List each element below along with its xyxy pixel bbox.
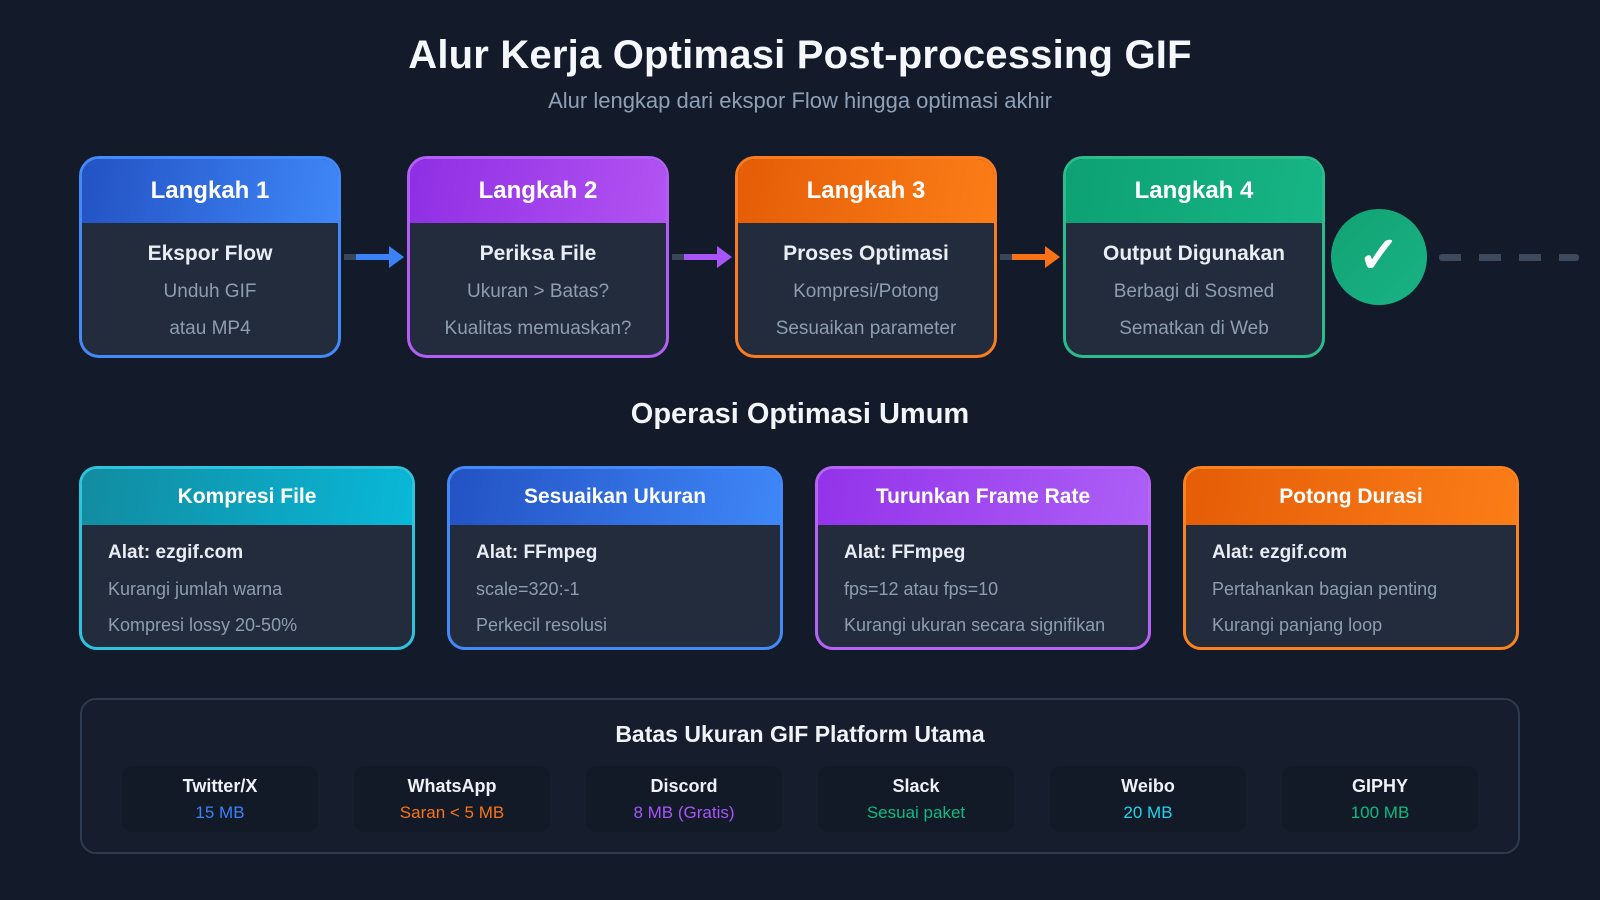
- flow-arrow-2: [669, 156, 735, 358]
- op-4-header: Potong Durasi: [1186, 469, 1516, 525]
- platform-name: Twitter/X: [182, 775, 258, 796]
- dashed-tail-line: [1439, 253, 1579, 261]
- platform-name: Weibo: [1121, 775, 1175, 796]
- platform-name: Slack: [892, 775, 940, 796]
- step-1-heading: Ekspor Flow: [147, 242, 273, 265]
- step-4-heading: Output Digunakan: [1103, 242, 1285, 265]
- platform-box-whatsapp: WhatsApp Saran < 5 MB: [354, 766, 550, 832]
- op-3-line: Kurangi ukuran secara signifikan: [844, 615, 1106, 635]
- op-2-body: Alat: FFmpeg scale=320:-1 Perkecil resol…: [450, 525, 780, 647]
- step-3-line: Sesuaikan parameter: [775, 318, 957, 339]
- step-4-line: Berbagi di Sosmed: [1113, 281, 1275, 302]
- op-1-line: Kompresi lossy 20-50%: [108, 615, 298, 635]
- step-1-header: Langkah 1: [82, 159, 338, 223]
- op-2-line: scale=320:-1: [476, 579, 580, 599]
- page-subtitle: Alur lengkap dari ekspor Flow hingga opt…: [548, 88, 1052, 113]
- arrow-right-icon: [1000, 246, 1060, 268]
- platform-name: WhatsApp: [407, 775, 497, 796]
- step-2-body: Periksa File Ukuran > Batas? Kualitas me…: [410, 223, 666, 355]
- platform-limit: 100 MB: [1350, 802, 1410, 822]
- step-3-heading: Proses Optimasi: [783, 242, 949, 265]
- step-card-4: Langkah 4 Output Digunakan Berbagi di So…: [1063, 156, 1325, 358]
- platform-name: GIPHY: [1351, 775, 1408, 796]
- workflow-steps-row: Langkah 1 Ekspor Flow Unduh GIF atau MP4…: [0, 156, 1600, 358]
- platform-limit: 15 MB: [195, 802, 245, 822]
- platform-box-weibo: Weibo 20 MB: [1050, 766, 1246, 832]
- step-2-heading: Periksa File: [479, 242, 597, 265]
- step-2-header: Langkah 2: [410, 159, 666, 223]
- step-4-header: Langkah 4: [1066, 159, 1322, 223]
- step-1-line: Unduh GIF: [163, 281, 257, 302]
- op-3-header: Turunkan Frame Rate: [818, 469, 1148, 525]
- step-3-line: Kompresi/Potong: [793, 281, 939, 302]
- step-3-header: Langkah 3: [738, 159, 994, 223]
- platform-boxes-row: Twitter/X 15 MB WhatsApp Saran < 5 MB Di…: [82, 766, 1518, 832]
- step-3-body: Proses Optimasi Kompresi/Potong Sesuaika…: [738, 223, 994, 355]
- arrow-stub: [1000, 254, 1012, 260]
- op-3-line: fps=12 atau fps=10: [844, 579, 999, 599]
- arrow-stub: [344, 254, 356, 260]
- platform-limit: 8 MB (Gratis): [633, 802, 735, 822]
- op-card-kompresi-file: Kompresi File Alat: ezgif.com Kurangi ju…: [79, 466, 415, 650]
- platform-box-slack: Slack Sesuai paket: [818, 766, 1014, 832]
- step-1-body: Ekspor Flow Unduh GIF atau MP4: [82, 223, 338, 355]
- step-4-line: Sematkan di Web: [1119, 318, 1269, 339]
- step-card-3: Langkah 3 Proses Optimasi Kompresi/Poton…: [735, 156, 997, 358]
- platform-box-giphy: GIPHY 100 MB: [1282, 766, 1478, 832]
- step-2-line: Kualitas memuaskan?: [444, 318, 632, 339]
- done-circle: ✓: [1331, 209, 1427, 305]
- step-card-2: Langkah 2 Periksa File Ukuran > Batas? K…: [407, 156, 669, 358]
- op-4-body: Alat: ezgif.com Pertahankan bagian penti…: [1186, 525, 1516, 647]
- op-1-body: Alat: ezgif.com Kurangi jumlah warna Kom…: [82, 525, 412, 647]
- op-1-line: Kurangi jumlah warna: [108, 579, 283, 599]
- flow-arrow-1: [341, 156, 407, 358]
- arrow-right-icon: [344, 246, 404, 268]
- op-3-body: Alat: FFmpeg fps=12 atau fps=10 Kurangi …: [818, 525, 1148, 647]
- arrow-shaft: [356, 254, 389, 260]
- platform-panel-title: Batas Ukuran GIF Platform Utama: [615, 721, 985, 747]
- platform-limit: Saran < 5 MB: [399, 802, 505, 822]
- op-1-header: Kompresi File: [82, 469, 412, 525]
- platform-name: Discord: [650, 775, 718, 796]
- arrow-stub: [672, 254, 684, 260]
- platform-limit: Sesuai paket: [866, 802, 966, 822]
- op-4-line: Pertahankan bagian penting: [1212, 579, 1438, 599]
- op-3-tool: Alat: FFmpeg: [844, 542, 966, 563]
- platform-limits-panel: Batas Ukuran GIF Platform Utama Twitter/…: [80, 698, 1520, 854]
- arrow-right-icon: [672, 246, 732, 268]
- platform-box-discord: Discord 8 MB (Gratis): [586, 766, 782, 832]
- op-card-turunkan-frame-rate: Turunkan Frame Rate Alat: FFmpeg fps=12 …: [815, 466, 1151, 650]
- op-card-potong-durasi: Potong Durasi Alat: ezgif.com Pertahanka…: [1183, 466, 1519, 650]
- op-4-tool: Alat: ezgif.com: [1212, 542, 1348, 563]
- step-4-body: Output Digunakan Berbagi di Sosmed Semat…: [1066, 223, 1322, 355]
- step-1-line: atau MP4: [169, 318, 251, 339]
- flow-arrow-3: [997, 156, 1063, 358]
- arrow-head: [1045, 246, 1060, 268]
- op-2-tool: Alat: FFmpeg: [476, 542, 598, 563]
- arrow-shaft: [684, 254, 717, 260]
- op-2-line: Perkecil resolusi: [476, 615, 608, 635]
- ops-cards-row: Kompresi File Alat: ezgif.com Kurangi ju…: [0, 466, 1600, 650]
- step-2-line: Ukuran > Batas?: [466, 281, 610, 302]
- step-card-1: Langkah 1 Ekspor Flow Unduh GIF atau MP4: [79, 156, 341, 358]
- op-2-header: Sesuaikan Ukuran: [450, 469, 780, 525]
- page-title: Alur Kerja Optimasi Post-processing GIF: [408, 33, 1192, 77]
- arrow-shaft: [1012, 254, 1045, 260]
- ops-section-title: Operasi Optimasi Umum: [630, 398, 970, 430]
- op-4-line: Kurangi panjang loop: [1212, 615, 1383, 635]
- op-1-tool: Alat: ezgif.com: [108, 542, 244, 563]
- platform-box-twitter: Twitter/X 15 MB: [122, 766, 318, 832]
- arrow-head: [389, 246, 404, 268]
- arrow-head: [717, 246, 732, 268]
- op-card-sesuaikan-ukuran: Sesuaikan Ukuran Alat: FFmpeg scale=320:…: [447, 466, 783, 650]
- platform-limit: 20 MB: [1123, 802, 1173, 822]
- check-icon: ✓: [1358, 227, 1400, 283]
